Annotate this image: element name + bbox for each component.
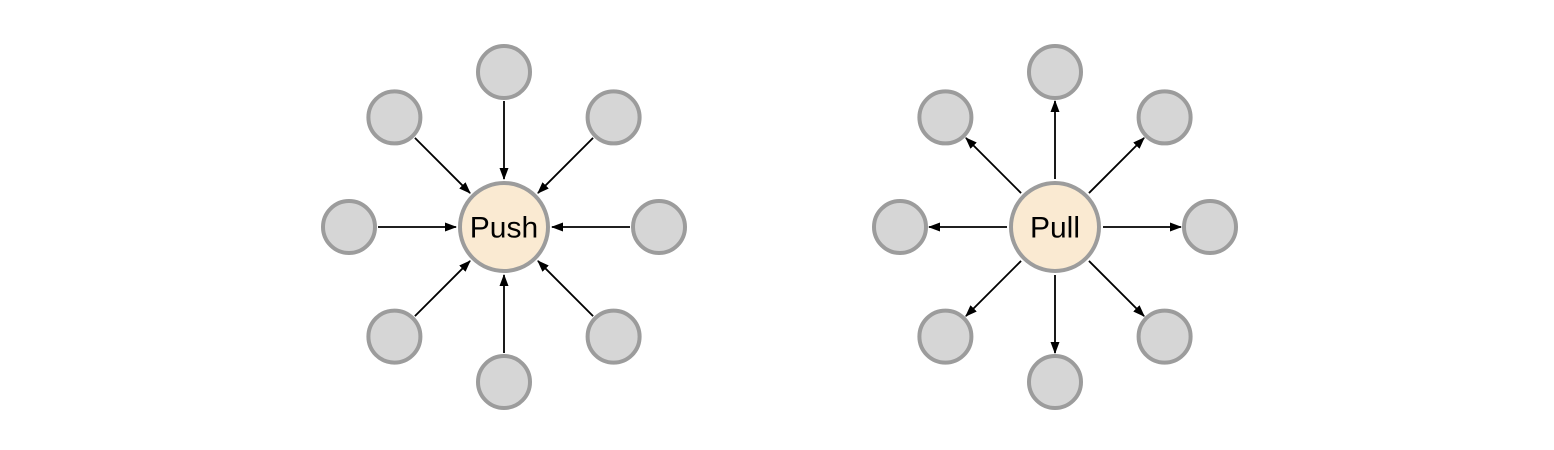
arrow-outward — [965, 260, 1022, 317]
arrow-inward — [414, 260, 471, 317]
satellite-node — [321, 199, 377, 255]
satellite-node — [1136, 308, 1193, 365]
arrow-outward — [965, 137, 1022, 194]
satellite-node — [917, 308, 974, 365]
satellite-node — [917, 89, 974, 146]
arrow-inward — [537, 260, 594, 317]
hub-circle-pull — [1009, 181, 1101, 273]
satellite-node — [1136, 89, 1193, 146]
arrow-inward — [414, 137, 471, 194]
satellite-node — [585, 308, 642, 365]
satellite-node — [1027, 354, 1083, 410]
satellite-node — [631, 199, 687, 255]
hub-label-push: Push — [470, 212, 538, 245]
satellite-node — [1182, 199, 1238, 255]
push-diagram: Push — [321, 44, 687, 410]
satellite-node — [585, 89, 642, 146]
satellite-node — [366, 89, 423, 146]
arrow-inward — [537, 137, 594, 194]
satellite-node — [476, 44, 532, 100]
pull-diagram: Pull — [872, 44, 1238, 410]
hub-label-pull: Pull — [1030, 212, 1080, 245]
satellite-node — [366, 308, 423, 365]
satellite-node — [872, 199, 928, 255]
satellite-node — [476, 354, 532, 410]
satellite-node — [1027, 44, 1083, 100]
hub-circle-push — [458, 181, 550, 273]
arrow-outward — [1088, 137, 1145, 194]
arrow-outward — [1088, 260, 1145, 317]
